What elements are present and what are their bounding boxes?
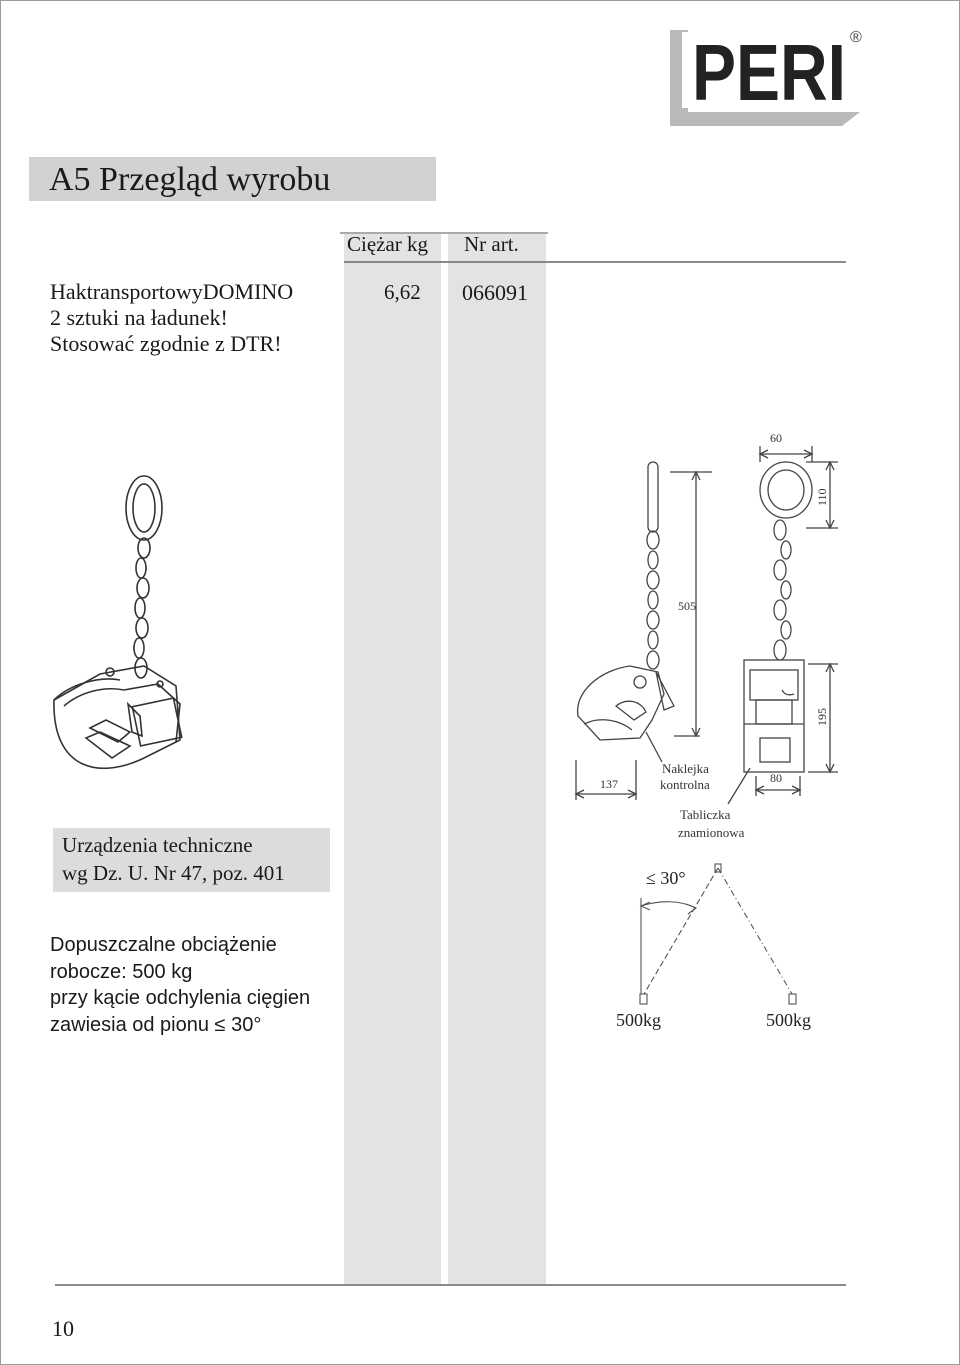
load-label-left: 500kg	[616, 1010, 661, 1030]
dim-195: 195	[815, 708, 829, 726]
product-article: 066091	[462, 280, 528, 305]
product-weight: 6,62	[384, 280, 421, 304]
article-column-band	[448, 233, 546, 1286]
product-line-2: 2 sztuki na ładunek!	[50, 305, 228, 330]
technical-drawing: 60 110 505 195 137 80 Naklejka kontrolna…	[574, 431, 838, 840]
dim-110: 110	[815, 488, 829, 506]
header-rule-top	[340, 232, 548, 234]
registered-mark: ®	[850, 29, 862, 46]
product-line-1: HaktransportowyDOMINO	[50, 279, 294, 304]
product-description: HaktransportowyDOMINO 2 sztuki na ładune…	[50, 279, 293, 357]
load-line-1: Dopuszczalne obciążenie	[50, 934, 277, 956]
load-line-2: robocze: 500 kg	[50, 960, 193, 983]
title-bar: A5 Przegląd wyrobu	[29, 157, 436, 201]
peri-logo: PERI ®	[670, 28, 862, 126]
product-line-3: Stosować zgodnie z DTR!	[50, 331, 282, 356]
dim-137: 137	[600, 777, 618, 791]
dim-60: 60	[770, 431, 782, 445]
dim-80: 80	[770, 771, 782, 785]
article-header: Nr art.	[464, 232, 519, 256]
label-tabliczka: Tabliczka	[680, 807, 731, 822]
label-znamionowa: znamionowa	[678, 825, 745, 840]
logo-text: PERI	[692, 28, 846, 117]
load-info: Dopuszczalne obciążenie robocze: 500 kg …	[50, 932, 310, 1038]
regulation-box: Urządzenia techniczne wg Dz. U. Nr 47, p…	[53, 828, 330, 892]
angle-label: ≤ 30°	[646, 868, 686, 888]
header-rule	[344, 261, 846, 263]
label-kontrolna: kontrolna	[660, 777, 710, 792]
regulation-line-1: Urządzenia techniczne	[62, 833, 253, 857]
weight-column-band	[344, 233, 441, 1286]
page-number: 10	[52, 1316, 74, 1341]
sling-angle-diagram: ≤ 30° 500kg 500kg	[616, 863, 811, 1030]
load-label-right: 500kg	[766, 1010, 811, 1030]
hook-perspective-drawing	[53, 475, 183, 769]
regulation-line-2: wg Dz. U. Nr 47, poz. 401	[62, 861, 285, 885]
dim-505: 505	[678, 599, 696, 613]
page-title: A5 Przegląd wyrobu	[49, 161, 331, 198]
label-naklejka: Naklejka	[662, 761, 709, 776]
bottom-rule	[55, 1284, 846, 1286]
load-line-3: przy kącie odchylenia cięgien	[50, 987, 311, 1009]
load-line-4: zawiesia od pionu ≤ 30°	[50, 1013, 262, 1036]
weight-header: Ciężar kg	[347, 232, 429, 256]
